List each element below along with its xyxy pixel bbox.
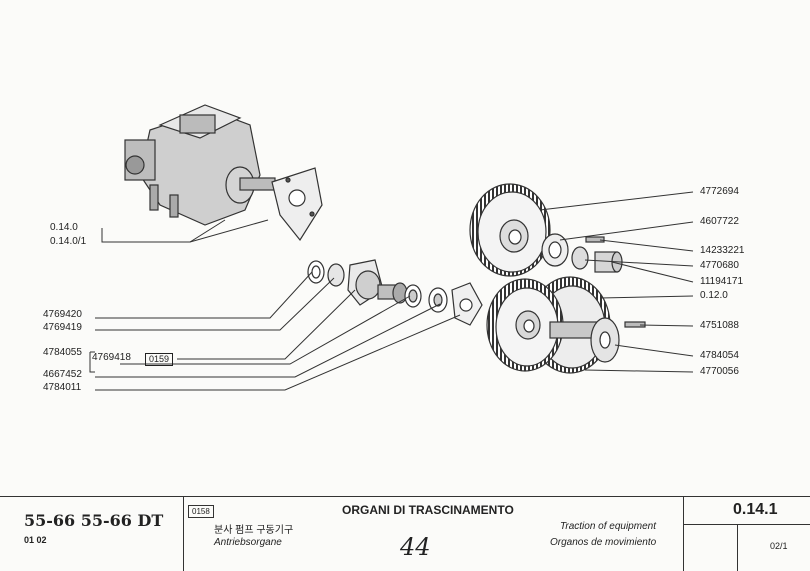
label-4667452: 4667452 (43, 369, 82, 380)
label-4770680: 4770680 (700, 260, 739, 271)
title-italian: ORGANI DI TRASCINAMENTO (342, 503, 514, 517)
divider (683, 524, 810, 526)
label-4770056: 4770056 (700, 366, 739, 377)
label-0-14-0-1: 0.14.0/1 (50, 236, 87, 247)
label-0-14-0: 0.14.0 (50, 222, 78, 233)
diagram-drawing (89, 104, 694, 391)
sheet-number: 02/1 (770, 541, 788, 551)
divider (183, 497, 185, 571)
exploded-parts-diagram: 0.14.0 0.14.0/1 4769420 4769419 4784055 … (43, 104, 745, 393)
section-ref-box: 0158 (188, 505, 214, 518)
title-english: Traction of equipment (560, 521, 656, 532)
large-gear-4772694 (469, 183, 551, 277)
lower-gears (486, 276, 646, 374)
gear-hub-parts (541, 233, 623, 273)
divider (737, 524, 739, 571)
label-4751088: 4751088 (700, 320, 739, 331)
label-0-12-0: 0.12.0 (700, 290, 728, 301)
label-11194171: 11194171 (700, 276, 744, 287)
model-code: 01 02 (24, 535, 47, 545)
exploded-small-parts (307, 259, 483, 326)
label-4784055: 4784055 (43, 347, 82, 358)
injection-pump-illustration (124, 104, 323, 242)
title-korean: 분사 펌프 구동기구 (214, 525, 294, 536)
label-4769418: 4769418 (92, 352, 131, 363)
ref-box-0159: 0159 (145, 353, 174, 366)
label-4772694: 4772694 (700, 186, 739, 197)
label-4784054: 4784054 (700, 350, 739, 361)
label-14233221: 14233221 (700, 245, 745, 256)
leader-lines (89, 191, 694, 391)
title-block: 55-66 55-66 DT 01 02 0158 ORGANI DI TRAS… (0, 496, 810, 571)
label-4769420: 4769420 (43, 309, 82, 320)
label-4769419: 4769419 (43, 322, 82, 333)
section-code: 0.14.1 (733, 501, 778, 518)
title-german: Antriebsorgane (214, 537, 282, 548)
title-spanish: Organos de movimiento (550, 537, 657, 548)
divider (683, 497, 685, 571)
label-4784011: 4784011 (43, 382, 82, 393)
models: 55-66 55-66 DT (24, 511, 164, 530)
label-4607722: 4607722 (700, 216, 739, 227)
handwritten-number: 44 (400, 533, 431, 561)
